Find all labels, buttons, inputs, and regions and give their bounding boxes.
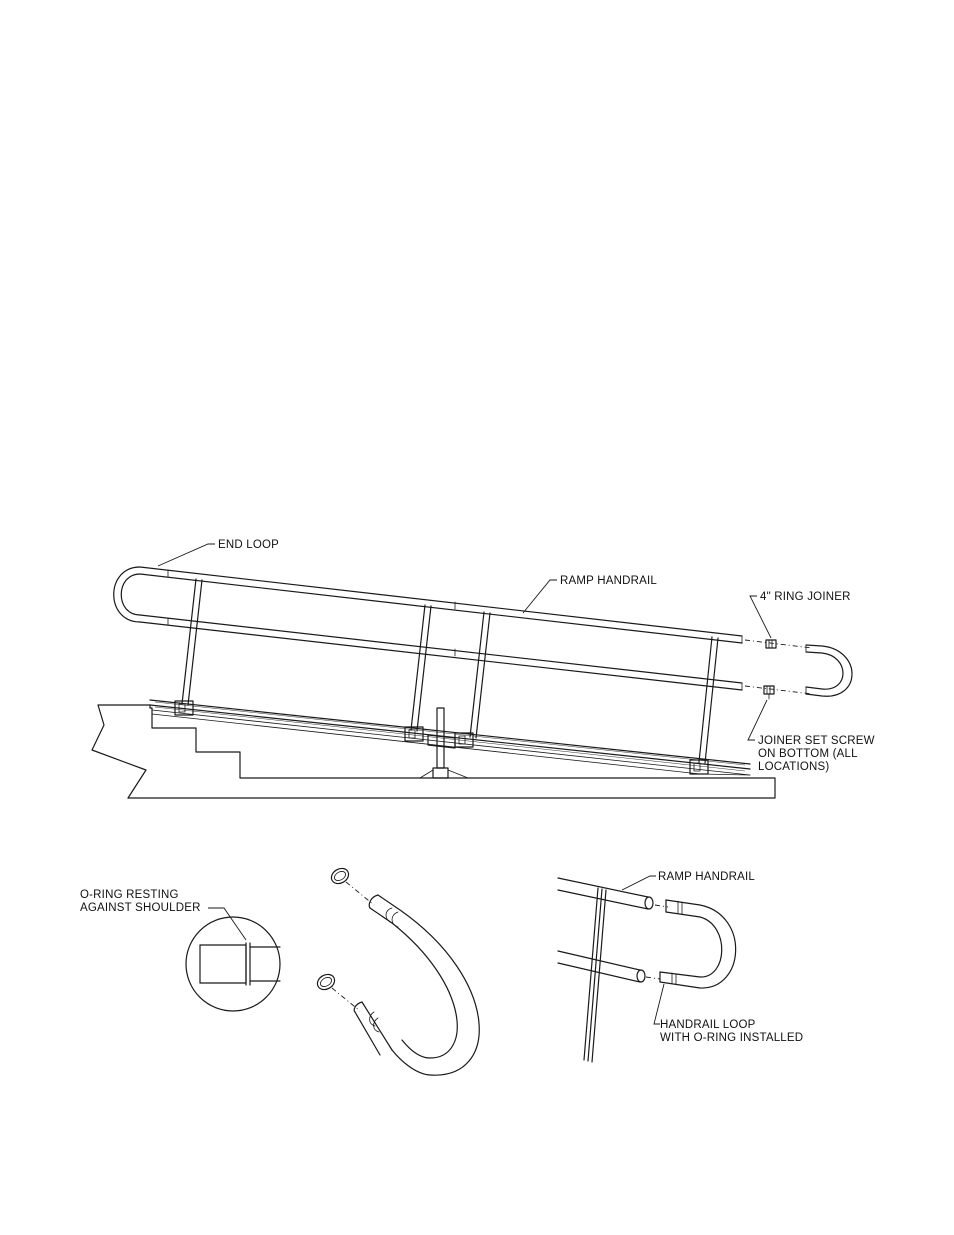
label-handrail-loop-line1: HANDRAIL LOOP — [660, 1019, 756, 1031]
ring-joiners — [745, 640, 812, 699]
set-screw-leader — [748, 700, 767, 740]
label-joiner-set-screw-line3: LOCATIONS) — [758, 761, 829, 773]
label-handrail-loop-line2: WITH O-RING INSTALLED — [660, 1032, 803, 1044]
label-oring-resting-line2: AGAINST SHOULDER — [80, 902, 201, 914]
end-loop-leader — [158, 544, 215, 566]
installed-handrail-loop-detail: RAMP HANDRAIL HANDRAIL LOOP WITH O-RING … — [558, 871, 803, 1062]
oring-detail-circle: O-RING RESTING AGAINST SHOULDER — [80, 889, 280, 1011]
ground-line — [128, 778, 775, 798]
support-leg — [420, 708, 468, 778]
end-loop-right — [806, 645, 852, 696]
deck-brackets — [175, 701, 708, 774]
ramp-handrail-leader — [523, 580, 557, 613]
label-ramp-handrail-detail: RAMP HANDRAIL — [658, 871, 755, 883]
label-ring-joiner: 4" RING JOINER — [760, 591, 851, 603]
loose-handrail-loop — [315, 865, 480, 1075]
label-joiner-set-screw-line2: ON BOTTOM (ALL — [758, 748, 858, 760]
label-end-loop: END LOOP — [218, 539, 279, 551]
label-oring-resting-line1: O-RING RESTING — [80, 889, 179, 901]
stairs-profile — [150, 705, 430, 778]
ramp-assembly-view: END LOOP RAMP HANDRAIL 4" RING JOINER JO… — [92, 539, 875, 798]
label-joiner-set-screw-line1: JOINER SET SCREW — [758, 735, 875, 747]
label-ramp-handrail: RAMP HANDRAIL — [560, 575, 657, 587]
